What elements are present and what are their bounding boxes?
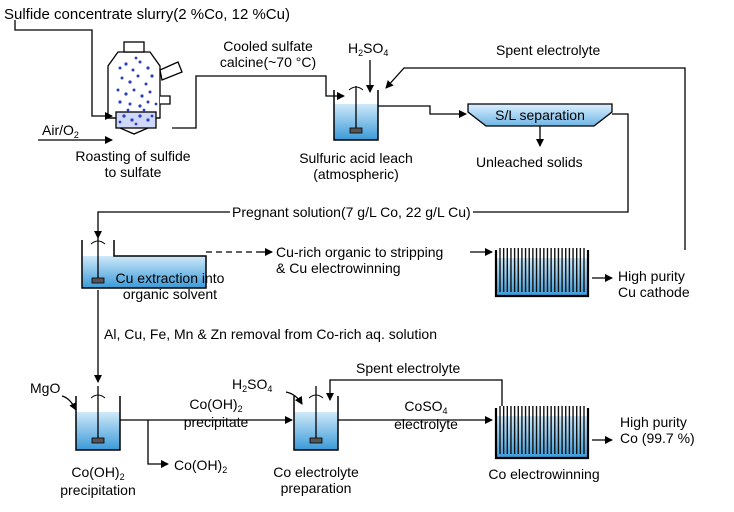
spent-electrolyte-bottom-label: Spent electrolyte <box>356 360 461 376</box>
h-co-text: H <box>232 376 243 392</box>
cu-rich-line-2: & Cu electrowinning <box>276 260 401 277</box>
roasting-label: Roasting of sulfide to sulfate <box>58 148 208 180</box>
co-hp-line-2: Co (99.7 %) <box>620 430 695 447</box>
spent-electrolyte-bottom-arrow <box>326 379 503 406</box>
coh2-step-line-1: Co(OH)2 <box>40 464 156 482</box>
cooled-line-1: Cooled sulfate <box>223 38 313 54</box>
coh2-out-text: Co(OH) <box>174 457 223 473</box>
cu-extr-line-1: Cu extraction into <box>115 270 225 286</box>
coh2-step-line-2: precipitation <box>60 482 136 499</box>
coh2-precipitate-label: Co(OH)2 precipitate <box>160 396 272 430</box>
sl-separation-label: S/L separation <box>495 107 585 123</box>
coh2-step-sub: 2 <box>119 472 125 482</box>
so-text: SO <box>363 40 384 56</box>
precipitation-label: Co(OH)2 precipitation <box>40 464 156 498</box>
cooled-calcine-label: Cooled sulfate calcine(~70 °C) <box>208 38 328 70</box>
cu-rich-label: Cu-rich organic to stripping & Cu electr… <box>276 244 443 276</box>
coh2-text: Co(OH) <box>189 396 238 412</box>
coh2-out-label: Co(OH)2 <box>174 457 227 475</box>
h2so4-co-label: H2SO4 <box>232 376 272 394</box>
cooled-line-2: calcine(~70 °C) <box>219 54 317 71</box>
coh2-out-arrow <box>147 420 169 468</box>
cu-extraction-tank-icon <box>81 238 207 289</box>
co-prep-line-2: preparation <box>280 480 352 497</box>
leach-line-2: (atmospheric) <box>313 166 399 183</box>
coh2-prec-line-2: precipitate <box>183 414 249 431</box>
roaster-icon <box>107 41 183 135</box>
leach-label: Sulfuric acid leach (atmospheric) <box>286 150 426 182</box>
air-text: Air/O <box>42 122 74 138</box>
sub-2-co: 2 <box>242 384 248 394</box>
so-co-text: SO <box>247 376 268 392</box>
coh2-step-text: Co(OH) <box>71 464 120 480</box>
sl-separation-funnel <box>467 103 613 127</box>
sub-4-co: 4 <box>267 384 273 394</box>
cu-cath-line-1: High purity <box>618 268 685 284</box>
co-hp-label: High purity Co (99.7 %) <box>620 414 695 446</box>
roast-line-1: Roasting of sulfide <box>75 148 191 164</box>
leach-line-1: Sulfuric acid leach <box>299 150 413 166</box>
pregnant-solution-arrow <box>94 113 629 239</box>
cu-cath-line-2: Cu cathode <box>618 284 690 301</box>
removal-label: Al, Cu, Fe, Mn & Zn removal from Co-rich… <box>104 326 437 342</box>
mgo-label: MgO <box>30 380 61 396</box>
feed-arrow <box>14 20 113 120</box>
cu-rich-line-1: Cu-rich organic to stripping <box>276 244 444 260</box>
coso4-sub: 4 <box>442 406 448 416</box>
co-ew-label: Co electrowinning <box>488 466 600 482</box>
coh2-out-sub: 2 <box>222 465 228 475</box>
co-hp-line-1: High purity <box>620 414 687 430</box>
sub-2: 2 <box>358 48 364 58</box>
sub-4: 4 <box>383 48 389 58</box>
coso4-line-1: CoSO4 <box>376 398 476 416</box>
mgo-arrow <box>61 395 77 411</box>
co-prep-label: Co electrolyte preparation <box>258 464 374 496</box>
spent-electrolyte-top-label: Spent electrolyte <box>496 42 601 58</box>
co-electrowinning-cell-icon <box>494 406 590 460</box>
feed-label: Sulfide concentrate slurry(2 %Co, 12 %Cu… <box>4 6 290 23</box>
coso4-text: CoSO <box>404 398 443 414</box>
roast-line-2: to sulfate <box>104 164 162 181</box>
h2so4-leach-label: H2SO4 <box>348 40 388 58</box>
leach-to-sl-arrow <box>378 105 467 118</box>
electrolyte-line: electrolyte <box>394 416 458 433</box>
coh2-prec-line-1: Co(OH)2 <box>160 396 272 414</box>
particles <box>116 56 158 126</box>
cu-extraction-label: Cu extraction into organic solvent <box>100 270 240 302</box>
pregnant-solution-label: Pregnant solution(7 g/L Co, 22 g/L Cu) <box>230 204 473 221</box>
calcine-arrow <box>172 75 345 129</box>
unleached-label: Unleached solids <box>476 154 583 170</box>
cu-extr-line-2: organic solvent <box>122 286 218 303</box>
h2so4-co-arrow <box>285 391 303 405</box>
co-prep-line-1: Co electrolyte <box>273 464 359 480</box>
spent-electrolyte-top-arrow <box>385 67 686 250</box>
air-label: Air/O2 <box>42 122 79 140</box>
co-prep-tank-icon <box>293 386 339 451</box>
cu-electrowinning-cell-icon <box>494 248 590 298</box>
cu-cathode-label: High purity Cu cathode <box>618 268 690 300</box>
coso4-label: CoSO4 electrolyte <box>376 398 476 432</box>
leach-tank-icon <box>333 86 379 141</box>
coh2-sub: 2 <box>237 404 243 414</box>
h-text: H <box>348 40 359 56</box>
air-sub: 2 <box>73 130 79 140</box>
precipitation-tank-icon <box>75 386 121 451</box>
